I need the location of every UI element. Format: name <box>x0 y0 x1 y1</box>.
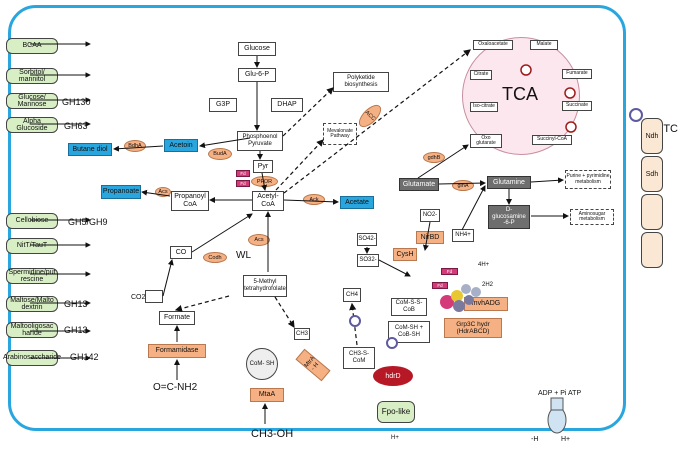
transporter-6: Spermidine/put rescine <box>6 268 58 284</box>
etc-sdh: Sdh <box>641 156 663 192</box>
methyl-thf-box: 5-Methyl tetrahydrofolate <box>243 275 287 297</box>
glutamate-box: Glutamate <box>399 178 439 191</box>
h4-label: 4H+ <box>478 262 490 268</box>
ch4-box: CH4 <box>343 288 361 302</box>
fpo-hplus: H+ <box>391 435 399 441</box>
purine-box: Purine + pyrimidine metabolism <box>565 170 611 189</box>
oxoglutarate-box: Oxo glutarate <box>470 134 502 148</box>
succinyl-coa-box: Succinyl-CoA <box>532 135 572 145</box>
pyr-box: Pyr <box>253 160 273 173</box>
atp-label: ADP + Pi ATP <box>538 390 582 397</box>
formamide-label: O=C-NH2 <box>153 382 198 393</box>
pep-box: Phosphoenol Pyruvate <box>237 131 283 151</box>
mtaa-box: MtaA <box>250 388 284 402</box>
citrate-box: Citrate <box>470 70 492 80</box>
acetate-box: Acetate <box>340 196 374 209</box>
acs-enzyme-2: Acs <box>248 234 270 246</box>
formamidase-box: Formamidase <box>148 344 206 358</box>
no2-box: NO2- <box>420 209 440 222</box>
transporter-3: Alpha Glucoside <box>6 117 58 133</box>
gh-label-0: GH130 <box>62 97 91 107</box>
glna-enzyme: glnA <box>452 180 474 191</box>
ack-enzyme: Ack <box>303 194 325 205</box>
propanoate-box: Propanoate <box>101 185 141 199</box>
fd-box-2: Fd <box>236 180 250 187</box>
malate-box: Malate <box>530 40 558 50</box>
so4-box: SO42- <box>357 233 377 246</box>
transporter-2: Glucose/ Mannose <box>6 93 58 109</box>
gh-label-5: GH142 <box>70 352 99 362</box>
ch3-box: CH3 <box>294 328 310 340</box>
cysh-box: CysH <box>393 248 417 261</box>
so3-box: SO32- <box>357 254 379 267</box>
com-sh-cob-sh-box: CoM-SH + CoB-SH <box>388 321 430 343</box>
transporter-8: Maltooligosac haride <box>6 322 58 338</box>
mevalonate-box: Mevalonate Pathway <box>323 123 357 145</box>
fd-box-1: Fd <box>236 170 250 177</box>
gh-label-1: GH63 <box>64 121 88 131</box>
ch3-s-com-box: CH3-S- CoM <box>343 347 375 369</box>
succinate-box: Succinate <box>562 101 592 111</box>
methanol-label: CH3-OH <box>251 428 294 440</box>
gh-label-3: GH13 <box>64 299 88 309</box>
atp-h-out: H+ <box>561 436 571 443</box>
com-s-s-cob-box: CoM-S-S- CoB <box>391 298 427 316</box>
propanoyl-coa-box: Propanoyl CoA <box>171 191 209 211</box>
atp-h-in: -H <box>531 436 539 443</box>
glucosamine-box: D- glucosamine -6-P <box>488 205 530 229</box>
h2-label: 2H2 <box>482 282 494 288</box>
fpo-like: Fpo-like <box>377 401 415 423</box>
acs-enzyme-1: Acs <box>155 187 171 197</box>
codh-enzyme: Codh <box>203 252 227 263</box>
wl-label: WL <box>236 250 251 261</box>
co2-box <box>145 290 163 303</box>
transporter-4: Cellobiose <box>6 213 58 229</box>
transporter-7: Maltose/Malto dextrin <box>6 296 58 312</box>
fd-box-3: Fd <box>441 268 458 275</box>
bdha-enzyme: BdhA <box>124 140 146 152</box>
gh-label-4: GH13 <box>64 325 88 335</box>
g3p-box: G3P <box>209 98 237 112</box>
oxaloacetate-box: Oxaloacetate <box>473 40 513 50</box>
buda-enzyme: BudA <box>208 148 232 160</box>
transporter-0: BCAA <box>6 38 58 54</box>
glutamine-box: Glutamine <box>487 176 531 189</box>
nirbd-box: NirBD <box>416 231 444 244</box>
etc-ndh: Ndh <box>641 118 663 154</box>
acetoin-box: Acetoin <box>164 139 198 152</box>
etc-complex-4 <box>641 232 663 268</box>
glu6p-box: Glu-6-P <box>238 68 276 82</box>
glucose-box: Glucose <box>238 42 276 56</box>
hdrd-ellipse: hdrD <box>373 366 413 386</box>
aminosugar-box: Aminosugar metabolism <box>570 209 614 225</box>
etc-complex-3 <box>641 194 663 230</box>
tca-title: TCA <box>502 84 538 104</box>
transporter-5: NitT/TauT <box>6 238 58 254</box>
fumarate-box: Fumarate <box>562 69 592 79</box>
isocitrate-box: Iso-citrate <box>470 102 498 112</box>
gdhb-enzyme: gdhB <box>423 152 445 163</box>
com-sh-circle: CoM- SH <box>246 348 278 380</box>
transporter-1: Sorbitol/ mannitol <box>6 68 58 84</box>
nh4-box: NH4+ <box>452 229 474 242</box>
dhap-box: DHAP <box>271 98 303 112</box>
butane-diol-box: Butane diol <box>68 143 112 156</box>
mvhadg-box: mvhADG <box>464 297 508 311</box>
fd-box-4: Fd <box>432 282 448 289</box>
co2-label: CO2 <box>131 294 146 301</box>
polyketide-box: Polyketide biosynthesis <box>333 72 389 92</box>
grp3c-box: Grp3C hydr (HdrABCD) <box>444 318 502 338</box>
co-box: CO <box>170 246 192 259</box>
acetyl-coa-box: Acetyl- CoA <box>252 191 284 211</box>
